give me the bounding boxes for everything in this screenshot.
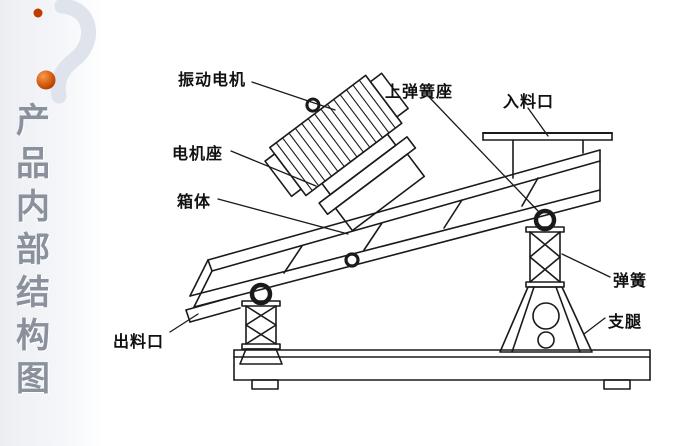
title-char-4: 部 <box>16 230 50 270</box>
leader-motor-seat <box>230 150 317 187</box>
leader-support-leg <box>583 317 606 335</box>
inlet-group <box>482 132 613 179</box>
sidebar-title-strip: 产 品 内 部 结 构 图 <box>0 0 102 446</box>
leader-spring <box>561 253 611 278</box>
right-leg-group <box>499 286 593 353</box>
leader-box-body <box>217 198 349 235</box>
title-char-3: 内 <box>16 187 50 227</box>
upper-spring-seat-ring-right <box>533 208 557 232</box>
leader-lines <box>169 81 611 335</box>
label-support-leg: 支腿 <box>608 312 643 331</box>
vibration-motor-group <box>264 72 426 232</box>
vertical-title: 产 品 内 部 结 构 图 <box>16 104 50 396</box>
leader-inlet <box>527 107 549 137</box>
label-inlet: 入料口 <box>503 92 555 111</box>
title-char-1: 产 <box>16 101 50 141</box>
title-char-7: 图 <box>16 359 50 399</box>
motor-eye-bolt <box>305 97 321 113</box>
label-motor-seat: 电机座 <box>172 144 224 163</box>
motor-end-cap-left <box>264 153 302 198</box>
left-leg-group <box>239 348 283 365</box>
title-char-6: 构 <box>16 316 50 356</box>
watermark-glyph <box>50 0 96 104</box>
leader-outlet <box>169 313 199 333</box>
label-outlet: 出料口 <box>113 332 165 351</box>
leader-upper-spring-seat <box>429 97 539 212</box>
motor-pedestal <box>334 153 426 232</box>
title-char-2: 品 <box>16 144 50 184</box>
motor-end-cap-right <box>369 72 409 118</box>
logo-watermark <box>33 0 96 104</box>
label-vibration-motor: 振动电机 <box>178 70 247 89</box>
leader-vibration-motor <box>251 81 336 111</box>
spring-seat-ring-left <box>249 282 273 306</box>
right-spring-group <box>525 208 565 288</box>
title-char-5: 结 <box>16 273 50 313</box>
label-spring: 弹簧 <box>613 271 648 290</box>
bolt-circle <box>344 252 360 268</box>
label-upper-spring-seat: 上弹簧座 <box>385 82 454 101</box>
logo-dot-small <box>33 8 43 18</box>
label-box-body: 箱体 <box>177 192 212 211</box>
box-body-group <box>189 149 601 308</box>
motor-fins <box>275 79 396 192</box>
left-spring-group <box>241 282 281 350</box>
outlet-chute-group <box>185 295 241 323</box>
logo-dot-large <box>36 70 56 90</box>
base-frame-group <box>233 349 651 390</box>
